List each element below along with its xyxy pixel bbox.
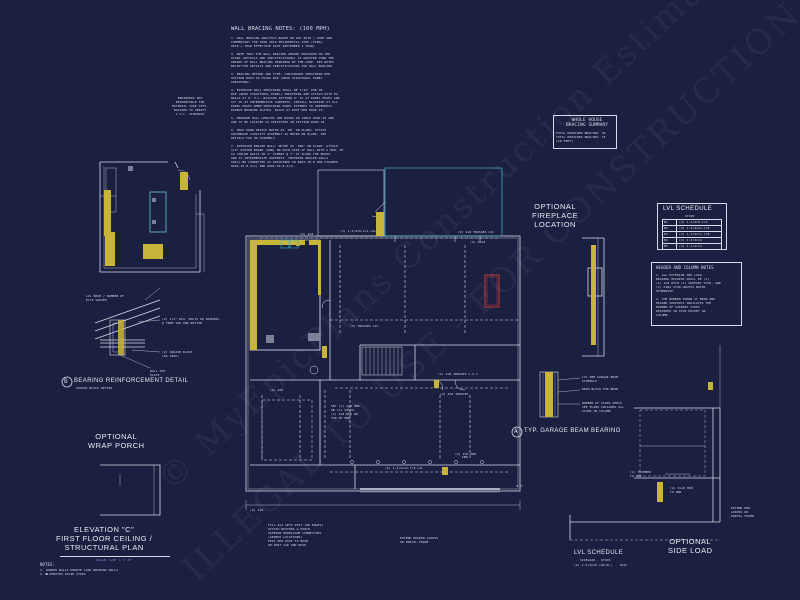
beam-label-right: (2) 2x8 TRUSSES LVL [458,230,495,234]
beam-label-bottom: (2) 1-3/4x11-7/8 LVL [385,466,424,470]
elevation-scale: SCALE: 1/8" = 1'-0" [96,558,133,562]
beam-label-low: (2) 2x8 TRUSSES L.V.L [438,372,479,376]
lvl-schedule2-sub: SIDELOAD - STOCK [580,558,611,562]
elevation-notes-head: NOTES: [40,562,56,567]
garage-note-1: LVL PER GARAGE BEAM SCHEDULE [582,375,619,383]
beam-label-top: (3) 1-3/4x9-1/2 LVL [340,229,377,233]
garage-note-2: BEAM BLOCK FOR BEAM [582,387,619,391]
header-label-4: (2) 2x8 HDR [455,452,476,456]
side-load-note-2: (1) TRIMMER TO HDR [630,470,651,478]
garage-detail-number: A [514,428,518,435]
lvl-row-desc: (3) 1-3/4x11-7/8 [679,232,710,236]
garage-detail-title: TYP. GARAGE BEAM BEARING [524,428,621,434]
beam-label-mid: (3) TRUSSES LVL [350,324,379,328]
elevation-notes: 1. SHADED WALLS DENOTE LOAD BEARING WALL… [40,568,119,576]
ct-label: 4.0° [516,484,524,488]
side-load-plan [569,345,721,541]
lvl-schedule-table: B1 (2) 1-3/4x9-1/2 B2 (2) 1-3/4x11-7/8 B… [662,219,722,250]
wall-bracing-title: WALL BRACING NOTES: (100 MPH) [231,26,330,32]
wrap-porch-plan [100,464,161,516]
elevation-underline [60,556,170,557]
small-dim-label: (2) 2x8 [250,508,264,512]
elevation-title: ELEVATION "C" FIRST FLOOR CEILING / STRU… [56,525,153,552]
bearing-note-1: LVL BEAM / NUMBER OF PLYS VARIES [86,294,125,302]
header-notes-title: HEADER AND COLUMN NOTES [656,265,714,270]
portal-note: EXTEND HEADER ACROSS OR PORTAL FRAME [400,536,439,544]
whole-house-bracing-box [553,115,617,149]
main-floor-plan [245,167,521,510]
fireplace-title: OPTIONAL FIREPLACE LOCATION [532,202,579,229]
bearing-note-3: (2) SQUASH BLOCK (EA SIDE) [162,350,193,358]
beam-label-low2: (2) 2x8 TRUSSES [440,392,469,396]
lvl-row-id: B1 [663,220,677,225]
side-load-note-1: (2) 2x10 HDR TO HDR [670,486,693,494]
header-notes-body: 1. ALL EXTERIOR AND LOAD BEARING HEADERS… [656,273,721,317]
wall-bracing-notes: 1. WALL BRACING ANALYSIS BASED ON IRC 20… [231,36,344,168]
header-label-3: (2) 2x6 [270,388,284,392]
bearing-detail-drawing [61,287,161,388]
engineer-note: ENGINEERS NOT RESPONSIBLE FOR MATERIAL T… [172,96,209,116]
bearing-note-4: WALL TOP PLATE [150,369,166,377]
header-label-1: (2) 2x8 [300,232,314,236]
side-load-note-3: EXTEND HDR ACROSS OR PORTAL FRAME [731,506,754,518]
lvl-row-desc: (2) 1-3/4x9-1/2 [679,220,708,224]
lvl-schedule2-title: LVL SCHEDULE [574,550,624,556]
lvl-row: B3 (3) 1-3/4x11-7/8 [663,232,721,238]
lvl-row: B1 (2) 1-3/4x9-1/2 [663,220,721,226]
bearing-detail-sub: SQUASH BLOCK OPTION [76,386,113,390]
lvl-row-desc: (3) 1-3/4x14 [679,244,702,248]
lvl-row-id: B4 [663,238,677,243]
lvl-schedule2-row: (2) 1-3/4x18 (GR.DL) ASIC [574,563,628,567]
lvl-schedule-sub: STOCK [685,214,695,218]
attach-note: FILL 4x4 SETS POST (OR EQUIV) ATTACH BUT… [268,523,324,547]
lvl-row-id: B5 [663,244,677,249]
lvl-schedule-title: LVL SCHEDULE [663,206,713,212]
side-load-title: OPTIONAL SIDE LOAD [668,537,713,555]
ibw-label: IBW [462,455,468,459]
garage-note-3: NUMBER OF STUDS SPECS SEE PLANS INCLUDES… [582,401,624,413]
lvl-row-id: B3 [663,232,677,237]
lvl-row-desc: (2) 1-3/4x11-7/8 [679,226,710,230]
set-header-note: SET (1) 2x8 HDR ON (1) STUDS, (1) 2x8 HD… [331,404,360,420]
bearing-detail-number: B [64,378,68,385]
lvl-row: B2 (2) 1-3/4x11-7/8 [663,226,721,232]
bearing-detail-title: BEARING REINFORCEMENT DETAIL [74,378,189,384]
lvl-row-id: B2 [663,226,677,231]
header-label-2: (2) 2x10 [470,240,486,244]
wrap-porch-title: OPTIONAL WRAP PORCH [88,432,145,450]
lvl-row-desc: (2) 1-3/4x14 [679,238,702,242]
whole-house-body: TOTAL REQUIRED BRACING: 36 TOTAL PROVIDE… [556,131,606,143]
whole-house-title: WHOLE HOUSE BRACING SUMMARY [566,118,609,128]
header-notes-box [651,262,742,326]
bearing-note-2: (2) 1/2" DIA. BOLTS OR WASHERS @ FROM TO… [162,317,220,325]
lvl-row: B5 (3) 1-3/4x14 [663,244,721,249]
lvl-row: B4 (2) 1-3/4x14 [663,238,721,244]
